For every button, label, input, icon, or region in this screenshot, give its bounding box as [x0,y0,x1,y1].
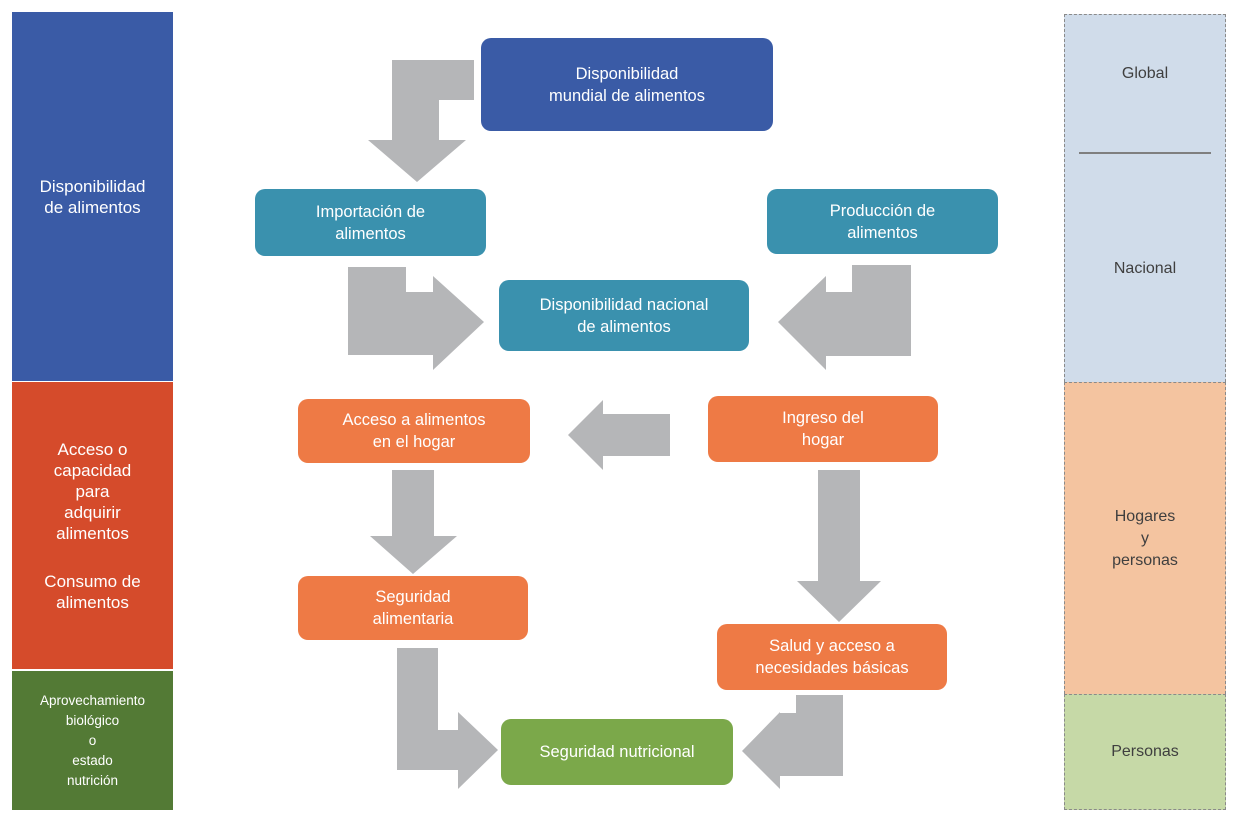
node-acceso-hogar: Acceso a alimentos en el hogar [298,399,530,463]
access-dimension-bar: Acceso o capacidad para adquirir aliment… [12,382,173,669]
arrow-salud-to-nutricional [742,695,843,789]
node-seguridad-alimentaria: Seguridad alimentaria [298,576,528,640]
node-ingreso-hogar: Ingreso del hogar [708,396,938,462]
arrow-produccion-to-nacional [778,265,911,370]
scale-divider [1079,152,1211,154]
arrow-mundial-to-importacion [368,60,474,182]
scale-label-global: Global [1121,65,1169,82]
availability-dimension-bar: Disponibilidad de alimentos [12,12,173,381]
arrow-seguridad-to-nutricional [397,648,498,789]
arrow-importacion-to-nacional [348,267,484,370]
consumption-label: Consumo de alimentos [44,571,141,612]
node-salud: Salud y acceso a necesidades básicas [717,624,947,690]
scale-personas: Personas [1064,694,1226,810]
scale-label-nacional: Nacional [1113,260,1177,277]
scale-label-hogares: Hogares y personas [1112,507,1178,569]
scale-global-nacional: Global Nacional [1064,14,1226,382]
node-produccion: Producción de alimentos [767,189,998,254]
scale-label-personas: Personas [1111,743,1179,760]
arrow-acceso-to-seguridad [370,470,457,574]
node-importacion: Importación de alimentos [255,189,486,256]
node-disponibilidad-mundial: Disponibilidad mundial de alimentos [481,38,773,131]
node-seguridad-nutricional: Seguridad nutricional [501,719,733,785]
arrow-ingreso-to-salud [797,470,881,622]
utilization-label: Aprovechamiento biológico o estado nutri… [39,692,146,788]
access-label: Acceso o capacidad para adquirir aliment… [53,439,132,543]
node-disponibilidad-nacional: Disponibilidad nacional de alimentos [499,280,749,351]
arrow-ingreso-to-acceso [568,400,670,470]
utilization-dimension-bar: Aprovechamiento biológico o estado nutri… [12,671,173,810]
availability-label: Disponibilidad de alimentos [39,176,146,217]
scale-hogares: Hogares y personas [1064,382,1226,694]
